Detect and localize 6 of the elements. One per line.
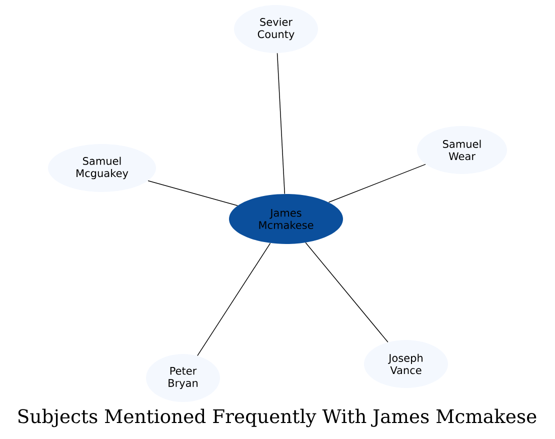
connector-line [197, 242, 271, 356]
diagram-title: Subjects Mentioned Frequently With James Mcmakese [18, 408, 536, 428]
connector-line [148, 180, 238, 206]
connector-line [276, 52, 286, 194]
connector-line [328, 164, 426, 203]
connector-line [305, 242, 388, 342]
